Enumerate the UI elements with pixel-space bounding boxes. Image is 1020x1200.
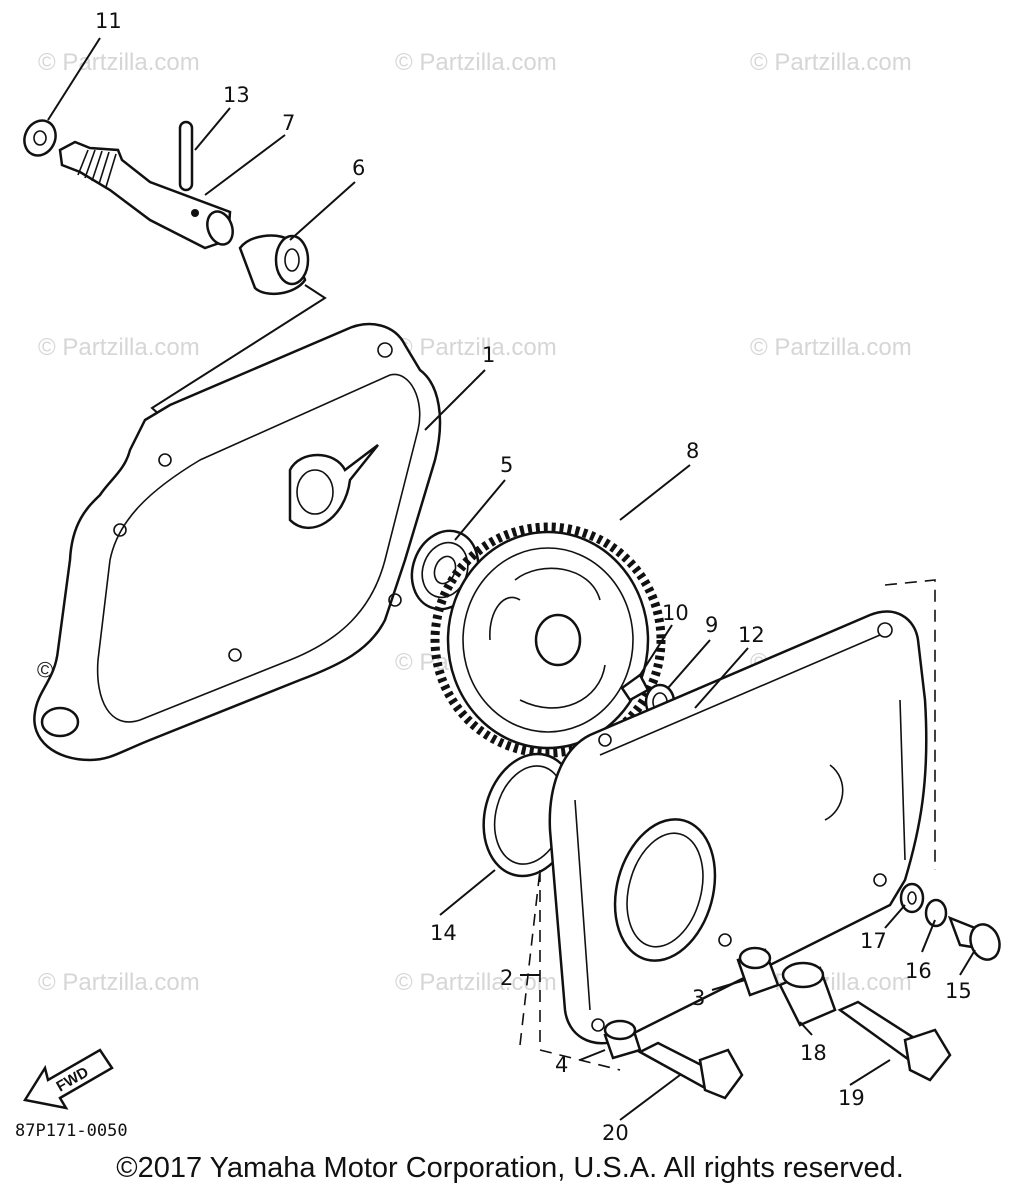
fwd-arrow-icon: FWD xyxy=(22,1048,114,1110)
callout-20: 20 xyxy=(602,1121,629,1145)
callout-13: 13 xyxy=(223,83,250,107)
part-collar-4 xyxy=(603,1019,642,1060)
watermark: © Partzilla.com xyxy=(38,49,200,76)
watermark: © Partzilla.com xyxy=(395,49,557,76)
callout-3: 3 xyxy=(692,986,705,1010)
callout-15: 15 xyxy=(945,979,972,1003)
callout-12: 12 xyxy=(738,623,765,647)
part-washer-11 xyxy=(23,119,57,157)
part-washer-16 xyxy=(924,898,948,928)
watermark: © Partzilla.com xyxy=(38,334,200,361)
diagram-code: 87P171-0050 xyxy=(15,1121,128,1141)
part-gear-case-1 xyxy=(33,322,442,762)
callout-17: 17 xyxy=(860,929,887,953)
callout-10: 10 xyxy=(662,601,689,625)
part-gear-8 xyxy=(430,522,666,758)
part-bolt-20 xyxy=(637,1041,744,1100)
watermark: © Partzilla.com xyxy=(750,49,912,76)
callout-11: 11 xyxy=(95,9,122,33)
watermark: © Partzilla.com xyxy=(395,334,557,361)
watermark: © Partzilla.com xyxy=(750,334,912,361)
copyright-notice: ©2017 Yamaha Motor Corporation, U.S.A. A… xyxy=(116,1152,904,1184)
part-collar-18 xyxy=(778,961,837,1027)
part-10 xyxy=(620,673,650,702)
part-collar-3 xyxy=(736,946,780,997)
part-pin-13 xyxy=(178,120,194,192)
part-bolt-15 xyxy=(947,915,1001,961)
part-washer-17 xyxy=(899,882,925,914)
part-bushing-6 xyxy=(238,234,310,296)
callout-9: 9 xyxy=(705,613,718,637)
watermark: © Partzilla.com xyxy=(395,969,557,996)
callout-1: 1 xyxy=(482,343,495,367)
callouts: 11 13 7 6 1 5 8 10 9 12 14 2 3 4 17 16 1… xyxy=(95,9,972,1145)
callout-16: 16 xyxy=(905,959,932,983)
callout-18: 18 xyxy=(800,1041,827,1065)
callout-19: 19 xyxy=(838,1086,865,1110)
callout-4: 4 xyxy=(555,1053,568,1077)
leader-lines xyxy=(47,37,976,1121)
part-shaft-7 xyxy=(58,140,234,250)
callout-5: 5 xyxy=(500,453,513,477)
callout-2: 2 xyxy=(500,966,513,990)
watermark: © Partzilla.com xyxy=(38,969,200,996)
part-cover-2 xyxy=(548,610,928,1045)
callout-8: 8 xyxy=(686,439,699,463)
callout-6: 6 xyxy=(352,156,365,180)
part-bolt-19 xyxy=(837,1000,952,1082)
callout-14: 14 xyxy=(430,921,457,945)
callout-7: 7 xyxy=(282,111,295,135)
